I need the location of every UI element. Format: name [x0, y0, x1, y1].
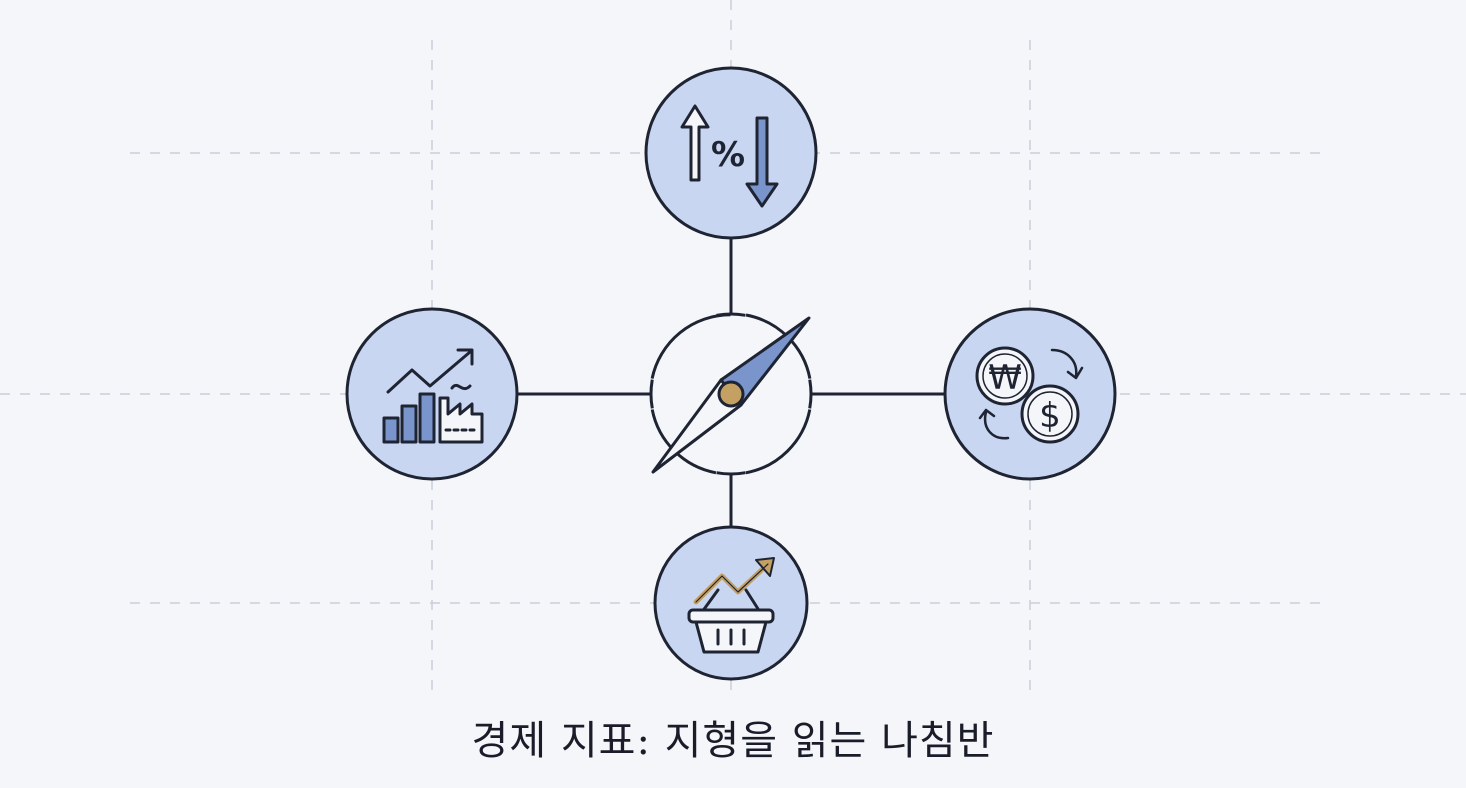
down-arrow-icon [745, 116, 779, 208]
interest-rate-icon: % [680, 104, 779, 208]
exchange-arrow-icon [1050, 348, 1078, 378]
bar [382, 416, 400, 444]
exchange-arrow-icon [983, 410, 1010, 440]
dollar-symbol: $ [1039, 396, 1061, 436]
compass-icon [649, 312, 813, 476]
smoke-icon [450, 383, 472, 391]
currency-exchange-node: ₩ $ [943, 307, 1117, 481]
diagram-title: 경제 지표: 지형을 읽는 나침반 [471, 718, 995, 764]
percent-symbol: % [711, 135, 745, 175]
bar [418, 392, 436, 444]
basket-rim [687, 608, 775, 624]
trend-line [386, 350, 472, 394]
currency-exchange-icon: ₩ $ [975, 346, 1084, 444]
won-coin [975, 346, 1035, 406]
price-basket-node [653, 525, 809, 681]
industry-growth-node [345, 307, 519, 481]
industry-growth-icon [382, 348, 484, 444]
interest-rate-node: % [644, 66, 818, 240]
won-symbol: ₩ [988, 358, 1022, 398]
price-basket-icon [687, 557, 775, 654]
trend-arrowhead-icon [456, 348, 474, 366]
dollar-coin [1020, 384, 1080, 444]
basket-handle [700, 588, 762, 614]
compass-pivot [717, 380, 745, 408]
exchange-arrowhead-icon [978, 408, 996, 420]
up-arrow-icon [680, 104, 710, 182]
exchange-arrowhead-icon [1066, 366, 1084, 380]
bar [400, 404, 418, 444]
